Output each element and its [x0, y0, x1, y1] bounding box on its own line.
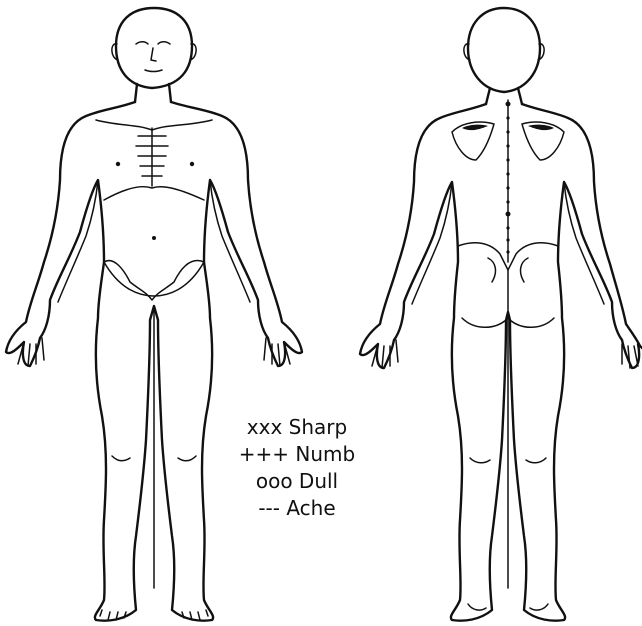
back-head: [468, 8, 540, 92]
legend-ache: --- Ache: [232, 495, 362, 522]
back-right-arm-outer: [522, 104, 640, 346]
back-right-buttock: [510, 318, 554, 327]
back-right-heel: [530, 604, 548, 610]
legend-sharp: xxx Sharp: [232, 414, 362, 441]
back-right-knee: [526, 458, 546, 463]
back-neck: [486, 88, 522, 104]
back-left-scapula-shade: [462, 125, 488, 130]
back-right-inner-arm: [564, 182, 604, 304]
legend-numb: +++ Numb: [232, 441, 362, 468]
legend-dull: ooo Dull: [232, 468, 362, 495]
back-right-scapula-shade: [528, 125, 554, 130]
pain-legend: xxx Sharp +++ Numb ooo Dull --- Ache: [232, 414, 362, 522]
back-left-buttock: [462, 318, 506, 327]
back-left-inner-arm: [412, 182, 452, 304]
back-left-heel: [468, 604, 486, 610]
back-torso-outline: [360, 104, 642, 621]
back-left-knee: [470, 458, 490, 463]
